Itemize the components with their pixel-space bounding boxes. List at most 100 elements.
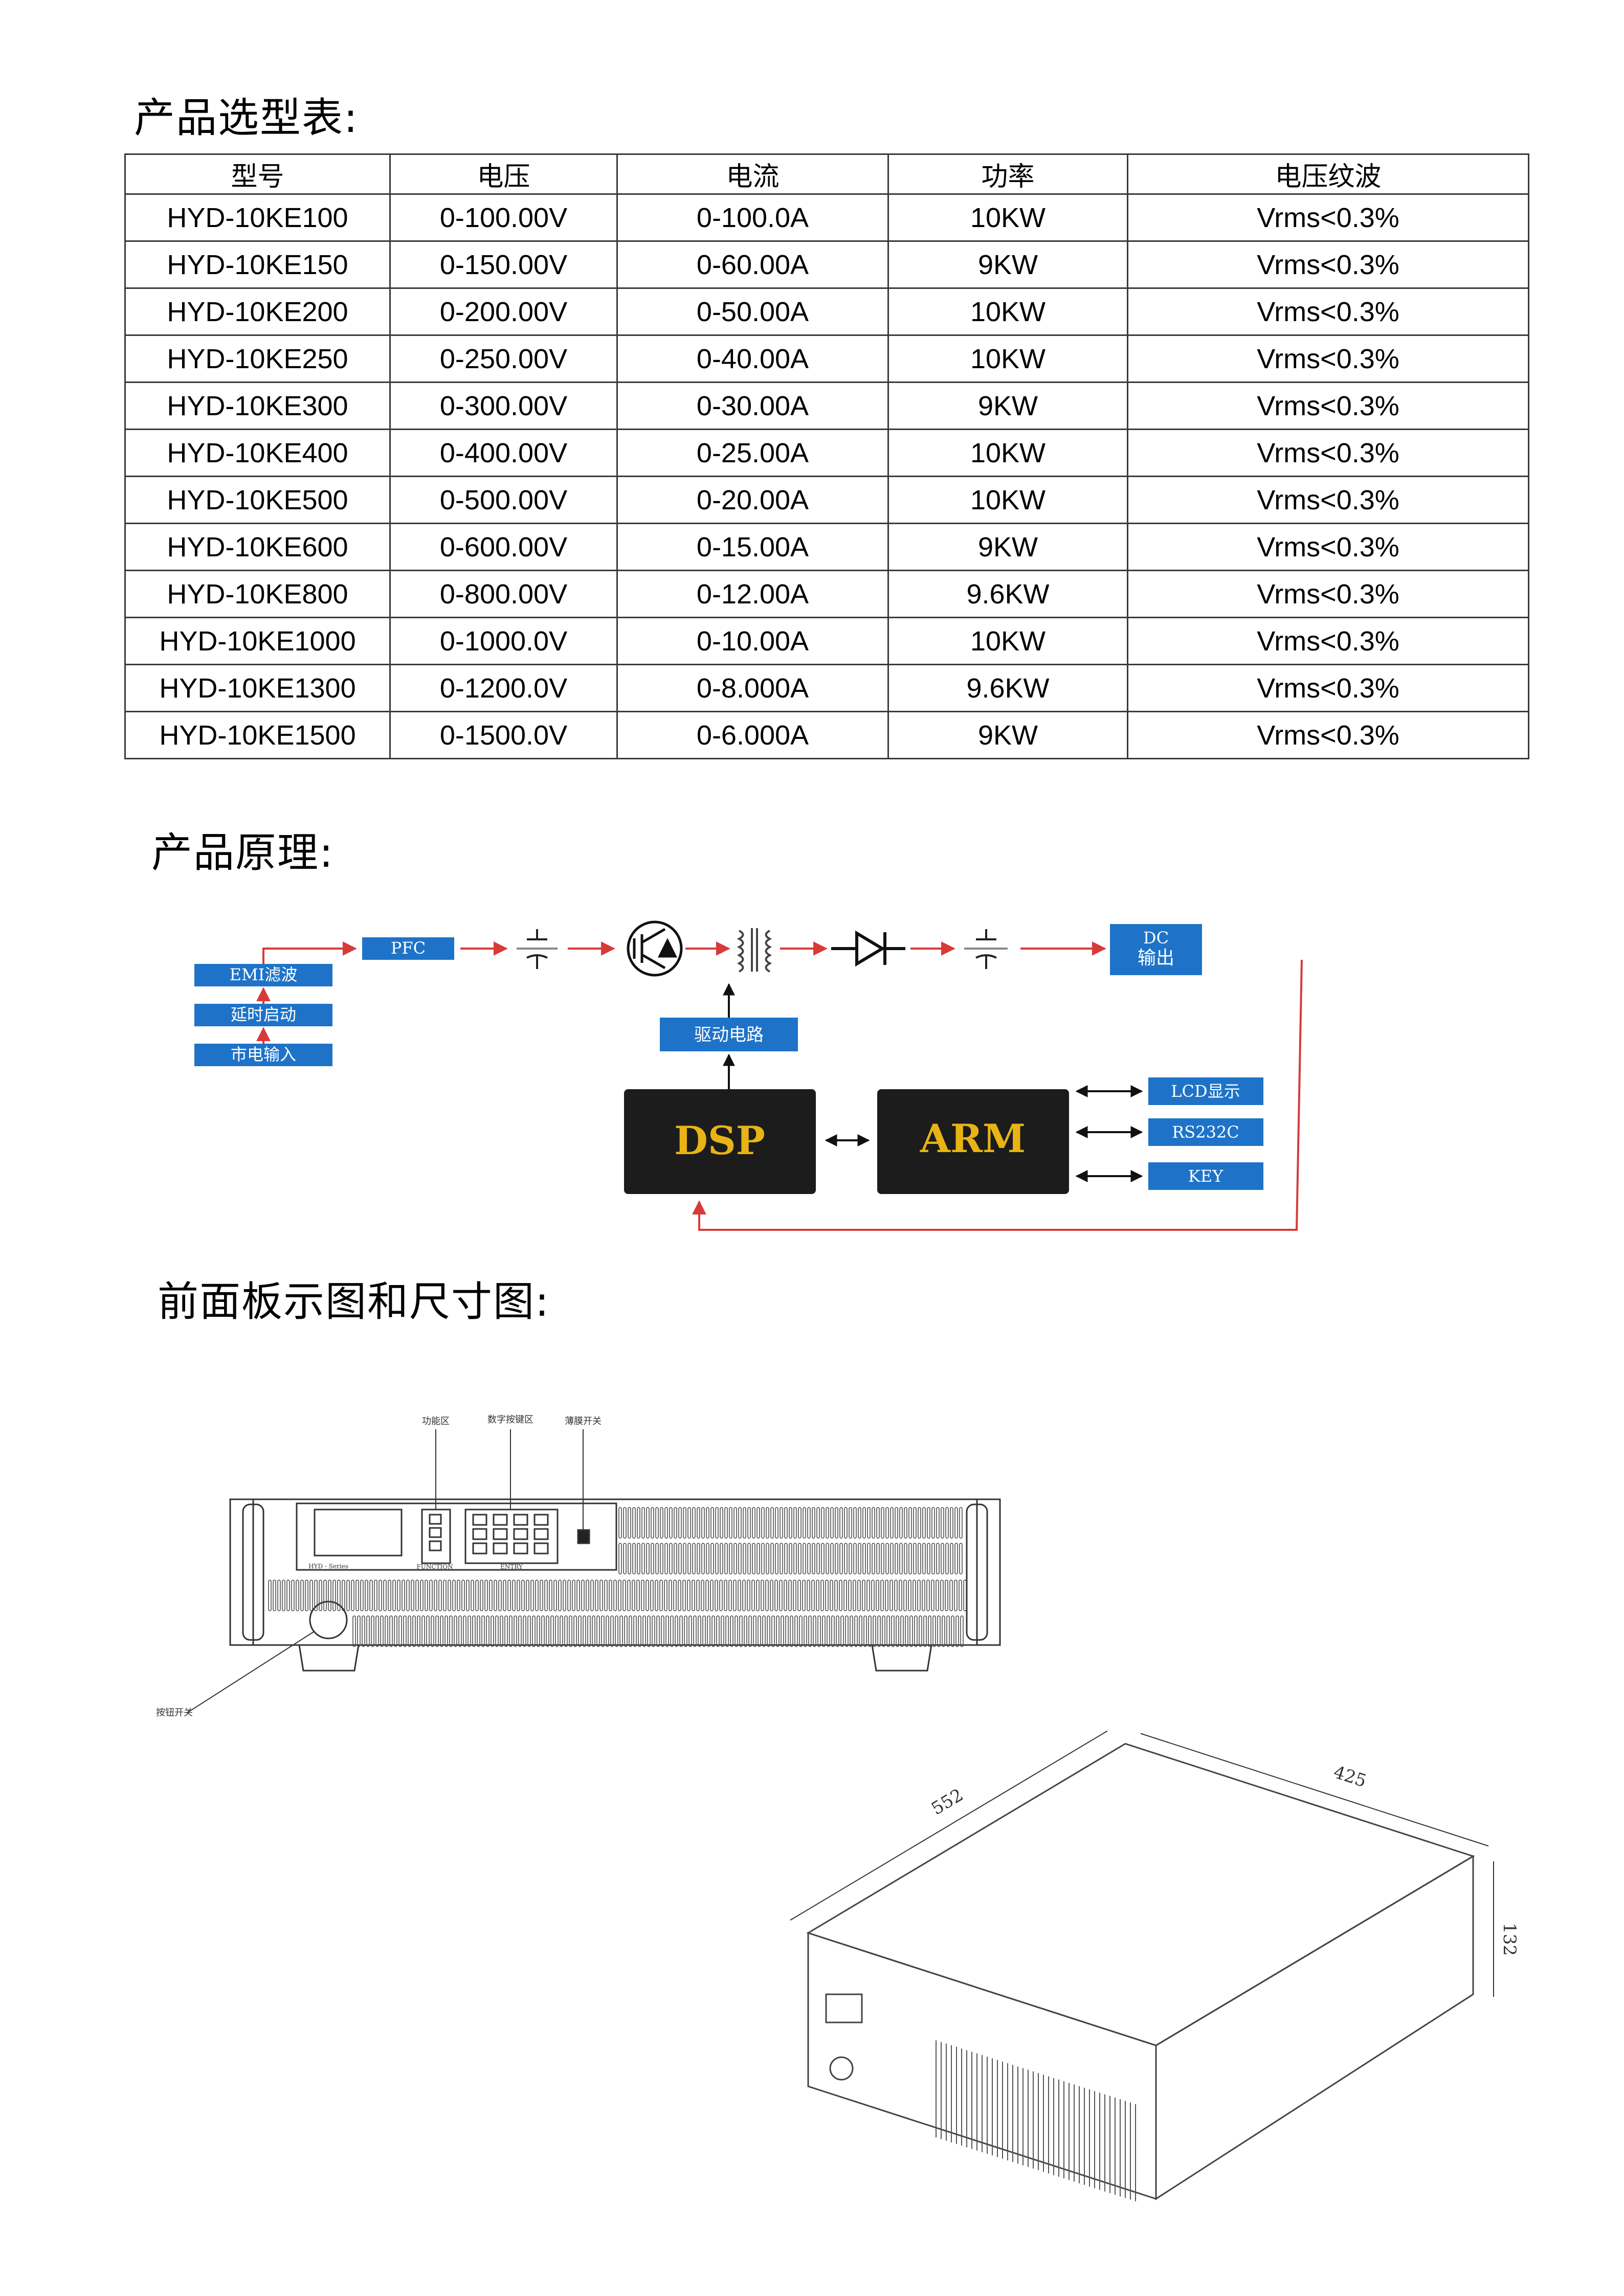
vent-slot xyxy=(899,1580,902,1611)
vent-slot xyxy=(532,1615,536,1647)
vent-slot xyxy=(560,1615,563,1647)
vent-slot xyxy=(472,1615,476,1647)
vent-slot xyxy=(821,1507,825,1539)
vent-slot xyxy=(738,1543,742,1574)
vent-slot xyxy=(475,1580,479,1611)
vent-slot xyxy=(936,1580,939,1611)
vent-slot xyxy=(904,1543,907,1574)
vent-slot xyxy=(862,1507,866,1539)
table-cell: 0-100.00V xyxy=(389,193,618,242)
vent-slot xyxy=(641,1543,645,1574)
vent-slot xyxy=(885,1580,888,1611)
keypad-buttons xyxy=(472,1514,549,1555)
vent-slot xyxy=(862,1580,865,1611)
table-cell: 10KW xyxy=(887,193,1128,242)
vent-slot xyxy=(834,1580,838,1611)
vent-slot xyxy=(578,1615,582,1647)
vent-slot xyxy=(886,1615,890,1647)
vent-slot xyxy=(885,1507,889,1539)
vent-slot xyxy=(779,1580,783,1611)
vent-slot xyxy=(491,1615,494,1647)
vent-slot xyxy=(715,1543,719,1574)
dimension-length: 552 xyxy=(928,1785,967,1819)
vent-slot xyxy=(576,1580,580,1611)
vent-slot xyxy=(627,1580,631,1611)
vent-slot xyxy=(692,1580,695,1611)
vent-slot xyxy=(629,1615,632,1647)
vent-slot xyxy=(945,1543,949,1574)
vent-slot xyxy=(748,1615,752,1647)
entry-label: ENTRY xyxy=(500,1563,523,1570)
vent-slot xyxy=(868,1615,872,1647)
table-cell: HYD-10KE400 xyxy=(124,429,391,477)
vent-slot xyxy=(452,1580,456,1611)
dimension-height: 132 xyxy=(1499,1923,1520,1956)
vent-slot xyxy=(922,1580,925,1611)
vent-slot xyxy=(914,1615,918,1647)
vent-slot xyxy=(609,1580,612,1611)
vent-slot xyxy=(664,1543,668,1574)
column-header: 功率 xyxy=(887,153,1128,195)
table-cell: 10KW xyxy=(887,429,1128,477)
vent-slot xyxy=(735,1615,738,1647)
vent-slot xyxy=(624,1615,628,1647)
keypad-key xyxy=(533,1542,549,1555)
table-cell: HYD-10KE300 xyxy=(124,381,391,430)
function-label: FUNCTION xyxy=(416,1563,453,1570)
vent-slot xyxy=(632,1543,636,1574)
vent-slot xyxy=(618,1543,622,1574)
keypad-key xyxy=(493,1514,508,1526)
vent-slot xyxy=(799,1615,803,1647)
vent-slot xyxy=(503,1580,506,1611)
vent-slot xyxy=(438,1580,442,1611)
vent-slot xyxy=(541,1615,545,1647)
vent-slot xyxy=(659,1580,663,1611)
table-cell: HYD-10KE1000 xyxy=(124,617,391,665)
handle-left xyxy=(242,1503,264,1641)
vent-slot xyxy=(798,1507,802,1539)
vent-slot xyxy=(794,1615,798,1647)
vent-slot xyxy=(371,1615,374,1647)
vent-slot xyxy=(435,1615,439,1647)
vent-slot xyxy=(859,1615,862,1647)
vent-slot xyxy=(710,1580,714,1611)
mains-input-box xyxy=(194,1044,332,1066)
vent-slot xyxy=(550,1615,554,1647)
vent-slot xyxy=(362,1615,365,1647)
vent-slot xyxy=(517,1580,520,1611)
vent-slot xyxy=(660,1507,663,1539)
vent-slot xyxy=(707,1615,710,1647)
vent-slot xyxy=(942,1615,945,1647)
table-cell: Vrms<0.3% xyxy=(1127,381,1529,430)
vent-slot xyxy=(273,1580,276,1611)
table-cell: 0-30.00A xyxy=(616,381,889,430)
keypad-key xyxy=(493,1528,508,1540)
table-cell: 10KW xyxy=(887,476,1128,524)
vent-slot xyxy=(876,1507,880,1539)
vent-slot xyxy=(949,1580,953,1611)
vent-slot xyxy=(706,1543,709,1574)
vent-slot xyxy=(581,1580,585,1611)
vent-slot xyxy=(656,1615,660,1647)
vent-slot xyxy=(440,1615,443,1647)
vent-slot xyxy=(514,1615,517,1647)
vent-slot xyxy=(494,1580,497,1611)
vent-slot xyxy=(705,1580,709,1611)
panel-heading: 前面板示图和尺寸图: xyxy=(158,1278,550,1325)
vent-slot xyxy=(563,1580,566,1611)
column-header: 电流 xyxy=(616,153,889,195)
capacitor-icon xyxy=(517,929,558,969)
vent-slot xyxy=(651,1507,654,1539)
vent-slot xyxy=(286,1580,290,1611)
vent-slot xyxy=(697,1507,700,1539)
vent-slot xyxy=(369,1580,373,1611)
vent-slot xyxy=(498,1580,502,1611)
vent-slot xyxy=(761,1543,765,1574)
vent-slot xyxy=(471,1580,474,1611)
vent-slot xyxy=(720,1543,723,1574)
vent-slot xyxy=(337,1580,341,1611)
